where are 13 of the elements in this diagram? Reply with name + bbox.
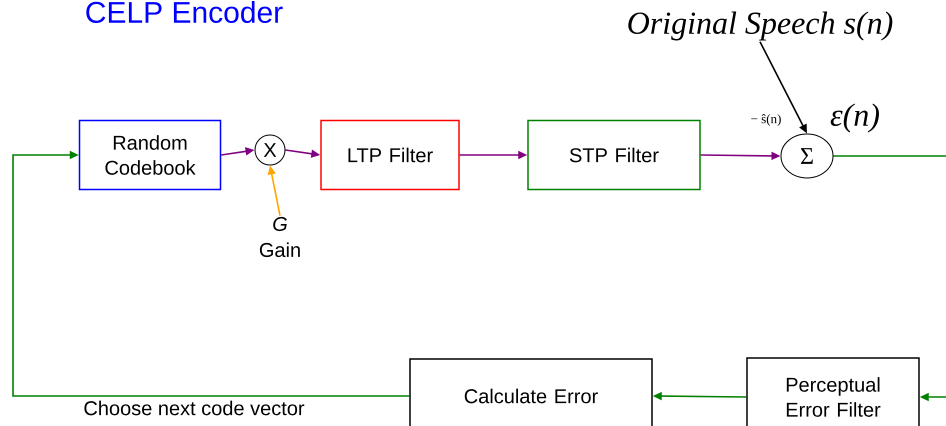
arrow — [834, 155, 946, 402]
codebook-box: Random Codebook — [78, 120, 222, 190]
filter-box: STP Filter — [527, 120, 701, 190]
input-label: Original Speech s(n) — [628, 12, 892, 40]
arrow — [12, 150, 410, 397]
gain-label: G Gain — [260, 216, 300, 258]
edge-label: Choose next code vector — [82, 400, 306, 416]
signal-label: − ŝ(n) — [751, 114, 781, 126]
process-box: Calculate Error — [409, 358, 653, 426]
title: CELP Encoder — [86, 0, 283, 24]
filter-box: LTP Filter — [320, 120, 460, 190]
filter-box: Perceptual Error Filter — [746, 357, 920, 426]
signal-label: ε(n) — [830, 104, 879, 132]
